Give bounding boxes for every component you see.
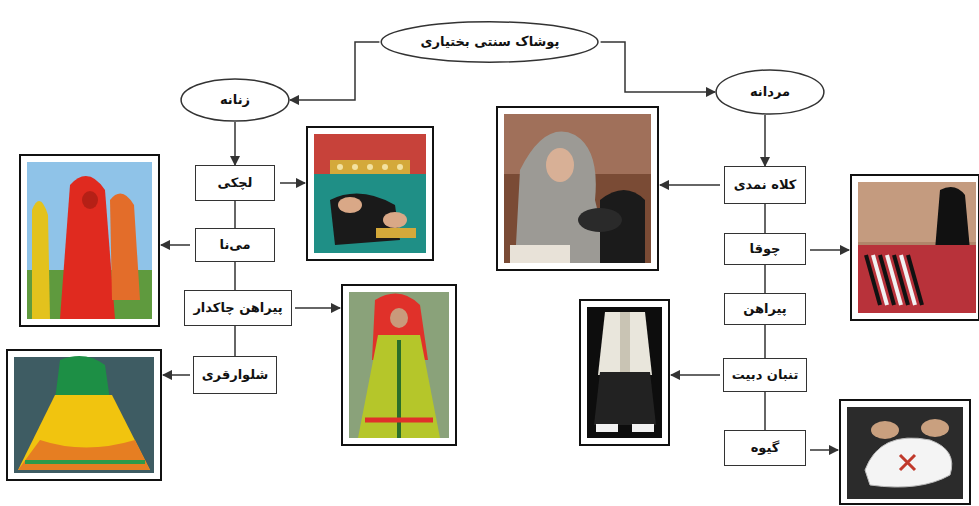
category-ellipse: مردانه <box>715 69 825 115</box>
node-label: پیراهن <box>743 301 786 318</box>
connector <box>290 42 379 100</box>
connector <box>234 122 236 165</box>
item-box: تنبان دبیت <box>723 358 808 392</box>
connector <box>234 201 236 228</box>
connector <box>601 42 715 92</box>
node-label: کلاه نمدی <box>734 177 797 194</box>
connector <box>234 326 236 356</box>
item-box: لچکی <box>195 165 275 201</box>
photo-giveh <box>840 400 970 504</box>
connector <box>764 204 766 233</box>
node-label: شلوارقری <box>202 367 269 384</box>
photo-lachaki <box>307 127 433 260</box>
node-label: تنبان دبیت <box>732 367 799 384</box>
node-label: مردانه <box>750 84 790 101</box>
item-box: پیراهن <box>724 293 806 325</box>
node-label: می‌نا <box>220 237 251 254</box>
node-label: لچکی <box>218 175 253 192</box>
item-box: پیراهن چاکدار <box>184 290 291 326</box>
node-label: گیوه <box>751 440 780 457</box>
node-label: پیراهن چاکدار <box>193 300 282 317</box>
connector <box>234 262 236 290</box>
photo-leaders <box>161 183 849 450</box>
root-ellipse: پوشاک سنتی بختیاری <box>379 21 600 63</box>
photo-felt-hat <box>497 107 658 270</box>
item-box: می‌نا <box>195 228 275 262</box>
photo-shalvar <box>7 350 161 480</box>
node-label: زنانه <box>220 92 250 109</box>
node-label: پوشاک سنتی بختیاری <box>421 34 560 51</box>
item-box: شلوارقری <box>193 356 278 394</box>
photo-chogha <box>851 175 979 320</box>
connector <box>764 115 766 166</box>
item-box: گیوه <box>724 430 806 466</box>
photo-chakdar <box>342 285 456 445</box>
connector <box>764 265 766 293</box>
category-ellipse: زنانه <box>180 78 290 122</box>
photo-tonban <box>580 300 669 445</box>
node-label: چوقا <box>750 241 781 258</box>
photo-mina <box>20 155 159 326</box>
connector <box>764 325 766 358</box>
item-box: کلاه نمدی <box>724 166 806 204</box>
item-box: چوقا <box>724 233 806 265</box>
connector <box>764 392 766 430</box>
